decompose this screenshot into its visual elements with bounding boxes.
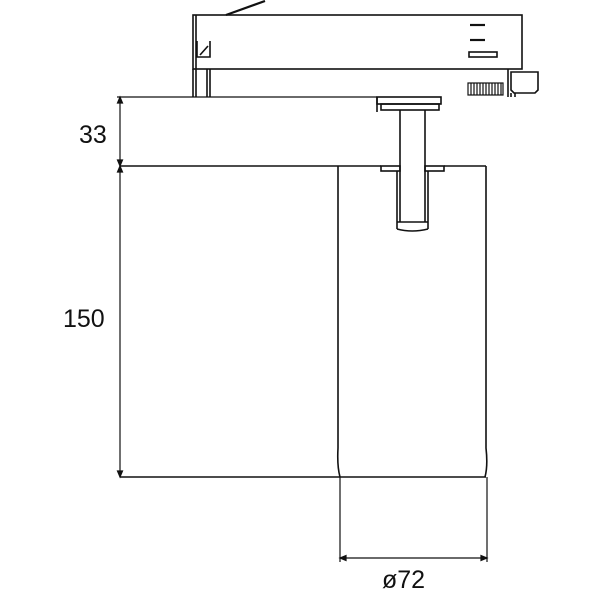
yoke-bottom-curve xyxy=(396,228,429,232)
adapter-right-clip xyxy=(510,71,539,94)
dimension-lines xyxy=(116,95,489,562)
arrow-72-right xyxy=(480,554,489,562)
adapter-upper-housing xyxy=(192,14,523,70)
mounting-stem xyxy=(376,96,445,232)
head-right-side xyxy=(484,166,488,478)
arrow-150-top xyxy=(116,164,124,173)
arrow-33-top xyxy=(116,95,124,104)
head-left-side xyxy=(336,166,341,478)
dimension-label-adapter-height: 33 xyxy=(79,121,107,149)
luminaire-head xyxy=(120,165,488,478)
track-adapter xyxy=(192,0,539,97)
stem-base-plate-lower xyxy=(380,103,440,111)
arrow-72-left xyxy=(338,554,347,562)
dimension-label-body-height: 150 xyxy=(63,305,105,333)
adapter-lever xyxy=(225,0,266,17)
arrow-150-bottom xyxy=(116,470,124,479)
collar-right xyxy=(424,165,445,172)
arrow-33-bottom xyxy=(116,159,124,168)
ribbed-grip xyxy=(467,82,504,96)
polarity-marker-slash xyxy=(199,45,209,56)
stem-base-plate xyxy=(376,96,442,105)
dimension-label-diameter: ø72 xyxy=(382,566,426,594)
collar-left xyxy=(380,165,401,172)
marking-slot xyxy=(468,51,498,58)
polarity-marker-icon xyxy=(196,41,211,58)
